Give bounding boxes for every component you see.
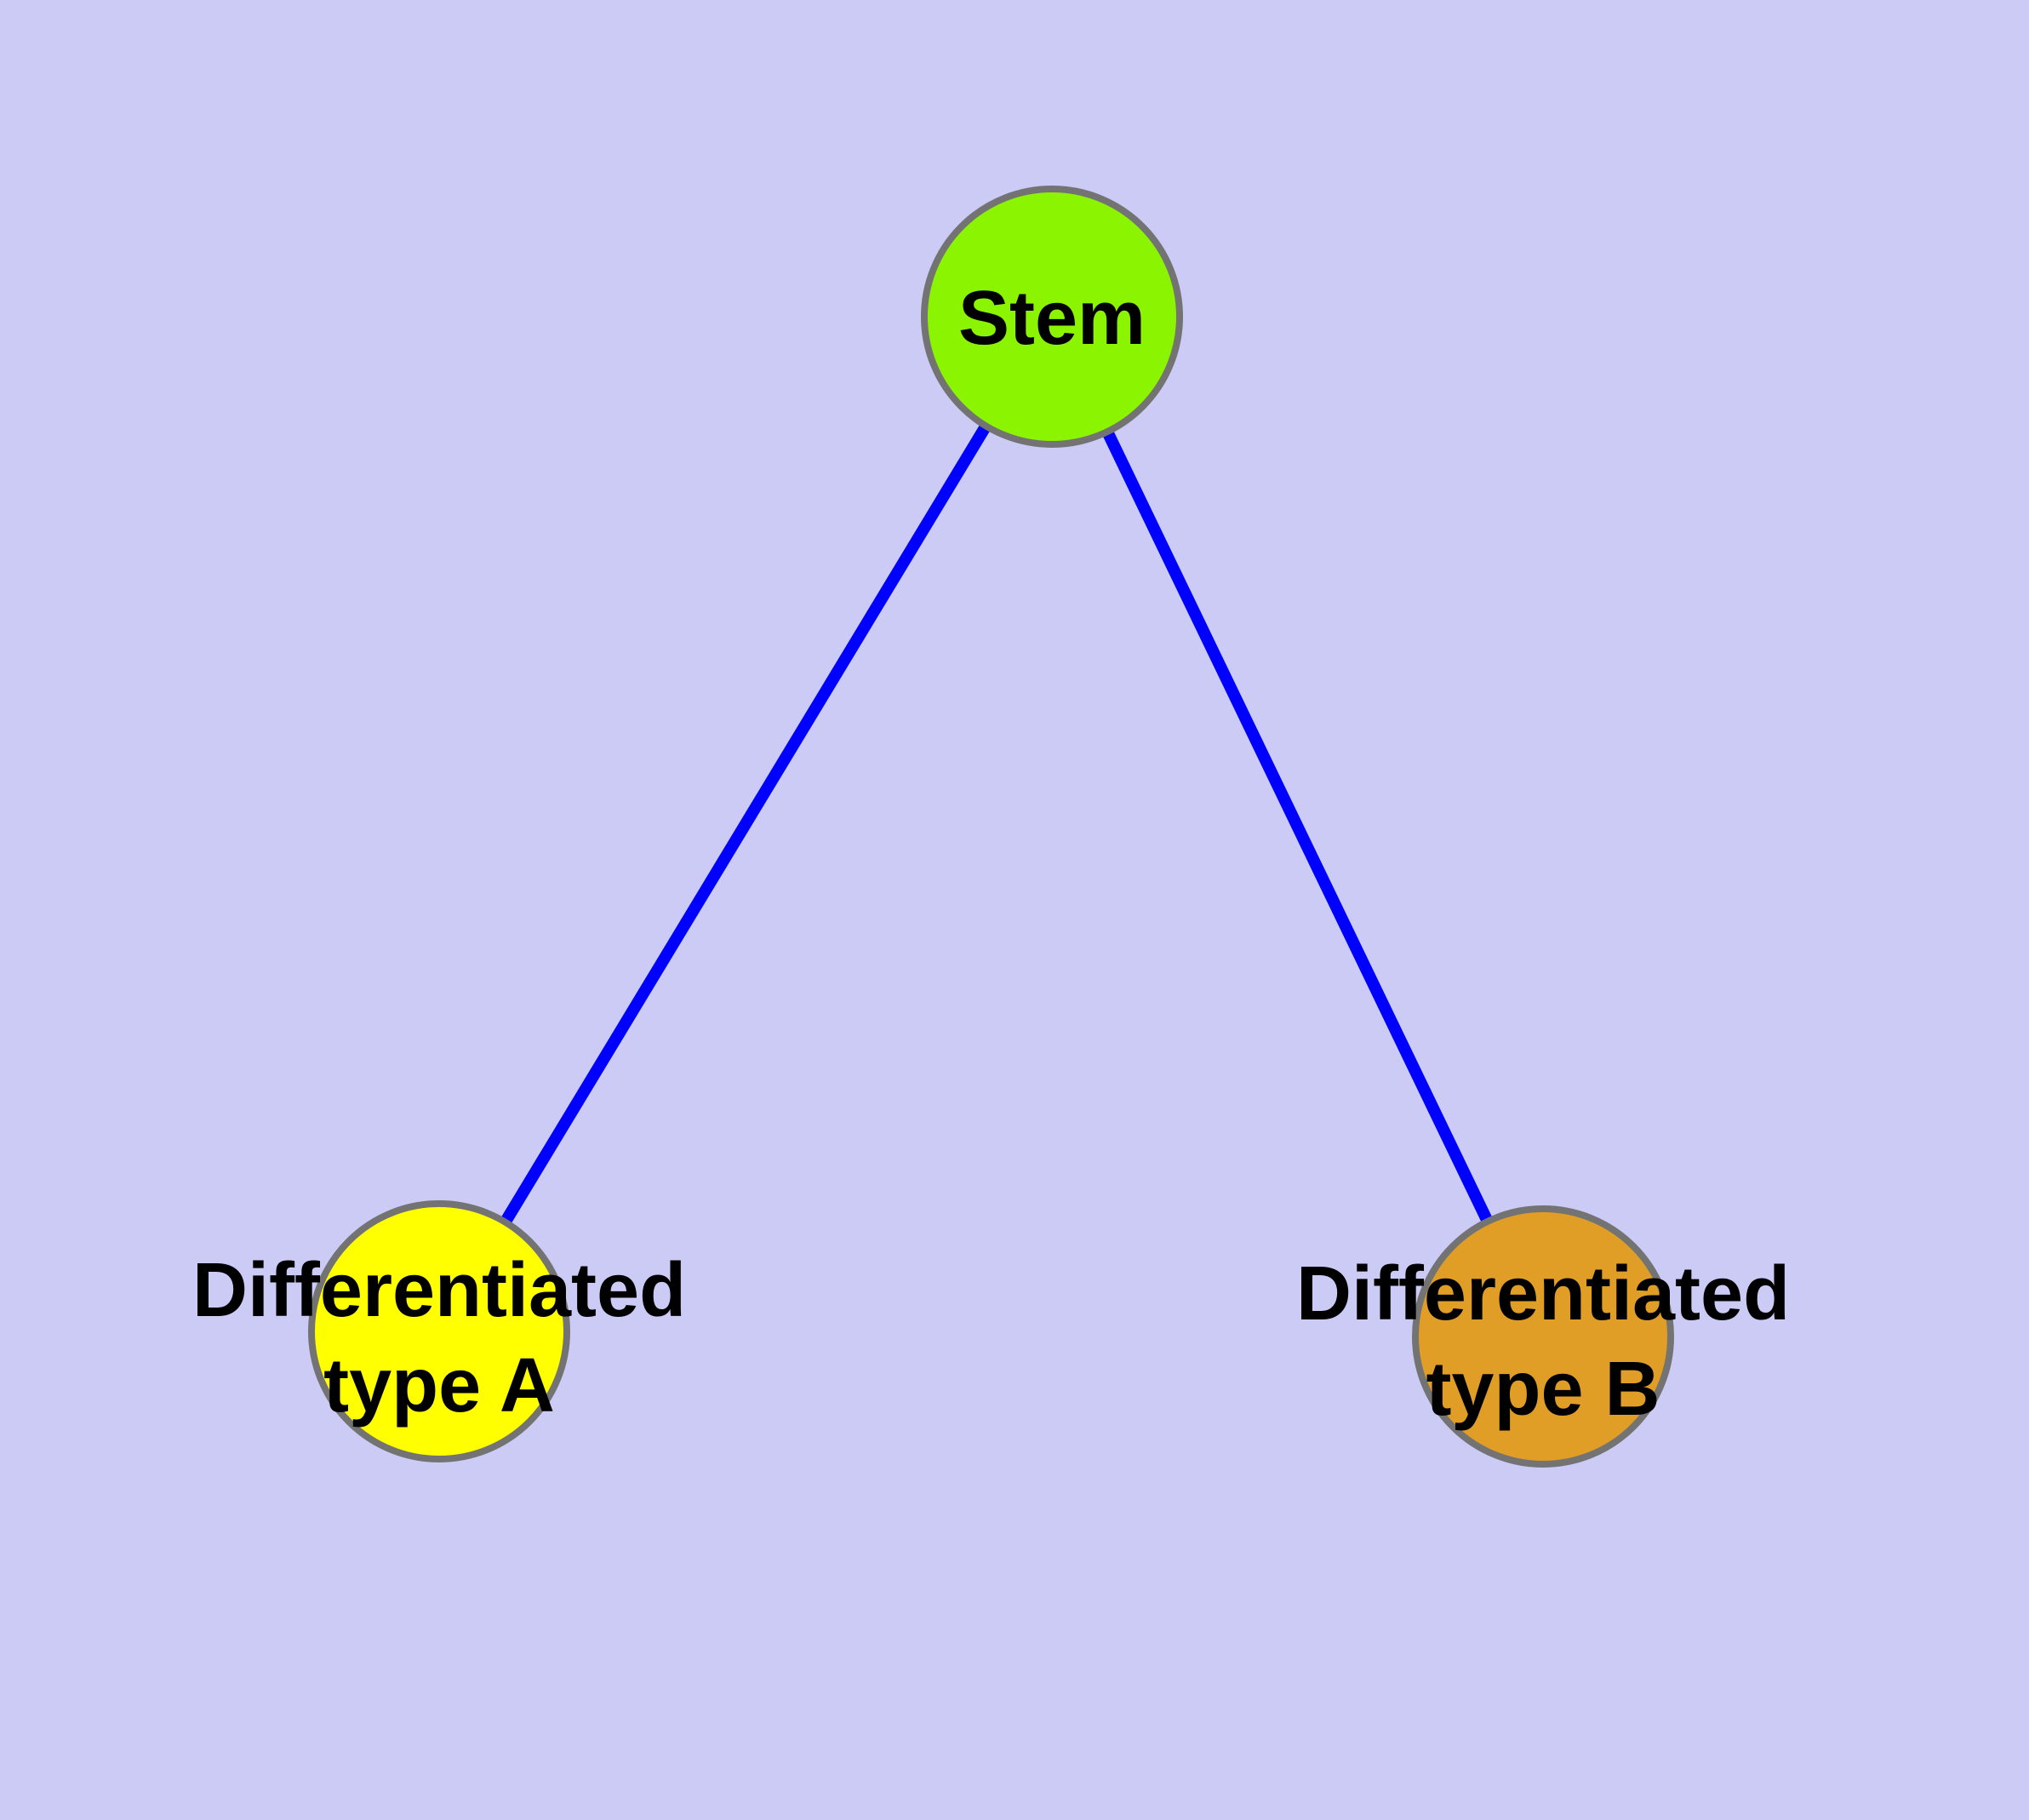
node-differentiated-type-a[interactable] [308, 1200, 570, 1462]
edge-stem-to-typeB [1046, 313, 1549, 1340]
node-differentiated-type-b[interactable] [1412, 1205, 1674, 1468]
edge-stem-to-typeA [434, 313, 1057, 1335]
node-stem[interactable] [921, 186, 1183, 448]
